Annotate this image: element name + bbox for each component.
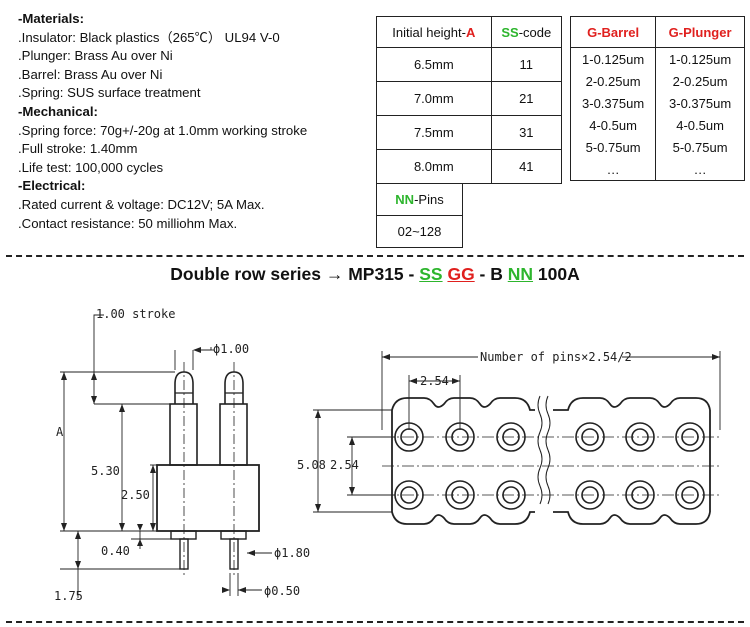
height-250-label: 2.50: [121, 488, 150, 502]
height-254-label: 2.54: [330, 458, 359, 472]
life-test-spec: .Life test: 100,000 cycles: [18, 159, 164, 175]
plunger-header: G-Plunger: [655, 16, 745, 48]
tip-diameter-label: ϕ1.00: [213, 342, 249, 356]
spring-force-spec: .Spring force: 70g+/-20g at 1.0mm workin…: [18, 122, 308, 138]
spring-spec: .Spring: SUS surface treatment: [18, 85, 201, 101]
top-outline-left: [391, 397, 535, 411]
height-header: Initial height-A: [376, 16, 492, 48]
stroke-label: 1.00 stroke: [96, 307, 175, 321]
height-508-label: 5.08: [297, 458, 326, 472]
barrel-spec: .Barrel: Brass Au over Ni: [18, 66, 163, 82]
left-barrel: [169, 403, 198, 466]
insulator-body: [156, 464, 260, 532]
top-divider: [6, 255, 744, 257]
a-label: A: [56, 425, 64, 439]
bottom-outline-right: [553, 511, 711, 525]
plunger-spec: .Plunger: Brass Au over Ni: [18, 48, 173, 64]
series-code: Double row series → MP315 - SS GG - B NN…: [170, 264, 580, 284]
full-stroke-spec: .Full stroke: 1.40mm: [18, 141, 138, 157]
pitch-formula-label: Number of pins×2.54/2: [480, 350, 632, 364]
specifications: -Materials: .Insulator: Black plastics（2…: [18, 10, 368, 233]
bottom-divider: [6, 621, 744, 623]
pins-range: 02~128: [376, 215, 463, 248]
electrical-heading: -Electrical:: [18, 178, 86, 194]
materials-heading: -Materials:: [18, 11, 84, 26]
tail-diameter-label: ϕ1.80: [274, 546, 310, 560]
contact-spec: .Contact resistance: 50 milliohm Max.: [18, 215, 238, 231]
top-view: [313, 351, 722, 525]
bottom-outline-left: [391, 511, 535, 525]
code-header: SS-code: [490, 16, 563, 48]
height-530-label: 5.30: [91, 464, 120, 478]
barrel-header: G-Barrel: [569, 16, 657, 48]
rated-spec: .Rated current & voltage: DC12V; 5A Max.: [18, 196, 265, 212]
height-175-label: 1.75: [54, 589, 83, 603]
pitch-label: 2.54: [420, 374, 449, 388]
table-row: ……: [569, 158, 745, 181]
insulator-spec: .Insulator: Black plastics（265℃） UL94 V-…: [18, 29, 280, 45]
top-outline-right: [553, 397, 711, 411]
width-040-label: 0.40: [101, 544, 130, 558]
pins-table: NN-Pins 02~128: [376, 183, 463, 248]
right-barrel: [219, 403, 248, 466]
side-view: [60, 314, 272, 598]
pin-diameter-label: ϕ0.50: [264, 584, 300, 598]
mechanical-heading: -Mechanical:: [18, 103, 98, 119]
